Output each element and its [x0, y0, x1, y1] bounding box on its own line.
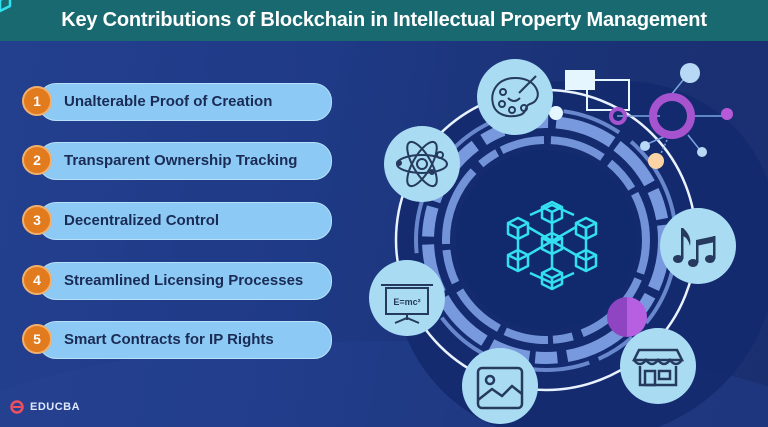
list-item-2: Transparent Ownership Tracking 2 [22, 142, 332, 180]
atom-icon [384, 126, 460, 202]
music-notes-icon [660, 208, 736, 284]
palette-icon [477, 59, 553, 135]
item-label: Decentralized Control [64, 212, 220, 229]
item-pill: Unalterable Proof of Creation [38, 83, 332, 121]
item-label: Streamlined Licensing Processes [64, 272, 304, 289]
purple-dot [607, 297, 647, 337]
image-icon [462, 348, 538, 424]
item-pill: Decentralized Control [38, 202, 332, 240]
item-label: Smart Contracts for IP Rights [64, 331, 274, 348]
page-title: Key Contributions of Blockchain in Intel… [61, 9, 707, 31]
educba-logo: EDUCBA [10, 400, 80, 414]
formula-text: E=mc² [393, 297, 420, 307]
number-badge: 4 [22, 265, 52, 295]
network-graph-icon [549, 63, 733, 169]
presentation-emc2-icon: E=mc² [369, 260, 445, 336]
item-pill: Smart Contracts for IP Rights [38, 321, 332, 359]
number-badge: 3 [22, 205, 52, 235]
number-badge: 2 [22, 145, 52, 175]
list-item-5: Smart Contracts for IP Rights 5 [22, 321, 332, 359]
storefront-icon [620, 328, 696, 404]
item-pill: Transparent Ownership Tracking [38, 142, 332, 180]
header-bar: Key Contributions of Blockchain in Intel… [0, 0, 768, 41]
item-pill: Streamlined Licensing Processes [38, 262, 332, 300]
number-badge: 1 [22, 86, 52, 116]
item-label: Unalterable Proof of Creation [64, 93, 273, 110]
list-item-3: Decentralized Control 3 [22, 202, 332, 240]
list-item-1: Unalterable Proof of Creation 1 [22, 83, 332, 121]
logo-text: EDUCBA [30, 401, 81, 413]
educba-logo-icon [10, 400, 24, 414]
list-item-4: Streamlined Licensing Processes 4 [22, 262, 332, 300]
blockchain-cubes-icon [0, 0, 598, 291]
number-badge: 5 [22, 324, 52, 354]
item-label: Transparent Ownership Tracking [64, 152, 298, 169]
